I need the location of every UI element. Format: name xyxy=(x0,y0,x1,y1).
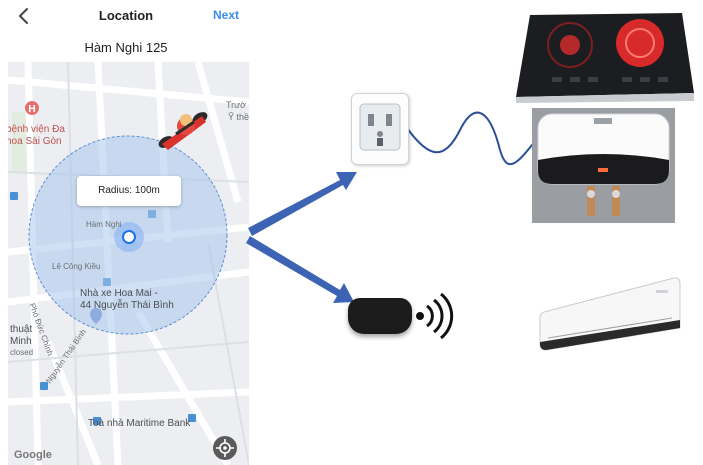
map-label-y-the: Ỹ thề xyxy=(228,112,249,122)
ir-blaster xyxy=(348,298,412,334)
map-label-hospital-2: hoa Sài Gòn xyxy=(8,136,62,147)
induction-stove-image xyxy=(516,13,694,103)
map-label-thuat-3: closed xyxy=(10,348,34,357)
address-label: Hàm Nghi 125 xyxy=(84,40,168,55)
google-logo: Google xyxy=(14,449,52,461)
map-label-maritime: Toà nhà Maritime Bank xyxy=(88,418,191,429)
socket-icon xyxy=(359,103,401,151)
map-label-bus-2: 44 Nguyễn Thái Bình xyxy=(80,300,174,311)
crosshair-icon xyxy=(216,439,234,457)
air-conditioner-image xyxy=(538,272,682,356)
map-view[interactable]: H bệnh viện Đa hoa Sài Gòn Trườ Ỹ thề Hà… xyxy=(8,62,249,465)
power-cable xyxy=(406,111,541,166)
water-heater-illustration xyxy=(532,108,675,223)
map-label-le-cong-kieu: Lê Công Kiều xyxy=(52,262,101,271)
map-label-truong: Trườ xyxy=(226,100,247,110)
arrow-to-ir-blaster xyxy=(246,236,354,303)
radius-bubble: Radius: 100m xyxy=(77,176,181,206)
scooter-rider-icon xyxy=(158,112,208,150)
svg-text:H: H xyxy=(28,104,35,115)
map-label-hospital-1: bệnh viện Đa xyxy=(8,124,65,135)
arrow-to-plug xyxy=(248,172,357,236)
chevron-left-icon xyxy=(19,8,28,24)
air-conditioner-illustration xyxy=(539,277,681,351)
locate-button[interactable] xyxy=(213,436,237,460)
map-label-thuat-1: thuật xyxy=(10,324,33,335)
page-title: Location xyxy=(98,8,154,23)
smart-plug xyxy=(351,93,409,165)
nav-bar: Location Next xyxy=(0,0,252,32)
phone-screen: Location Next Hàm Nghi 125 xyxy=(0,0,252,465)
location-dot-icon xyxy=(122,230,136,244)
back-button[interactable] xyxy=(14,6,34,26)
water-heater-image xyxy=(532,108,675,223)
map-label-thuat-2: Minh xyxy=(10,336,32,347)
next-button[interactable]: Next xyxy=(213,8,240,22)
current-location-pin[interactable] xyxy=(114,222,144,252)
wifi-signal-icon xyxy=(416,292,454,340)
map-label-ham-nghi: Hàm Nghi xyxy=(86,220,122,229)
map-label-bus-1: Nhà xe Hoa Mai - xyxy=(80,288,158,299)
